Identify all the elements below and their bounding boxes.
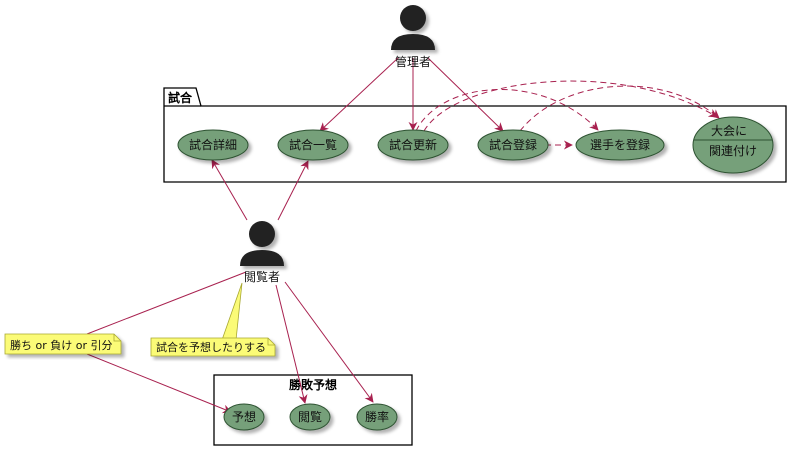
viewer-to-browse-arrow (275, 284, 308, 404)
usecase-win-rate-label: 勝率 (365, 409, 389, 424)
result-note-to-predict-arrow (86, 353, 232, 414)
usecase-match-register[interactable]: 試合登録 (477, 129, 549, 161)
admin-actor (391, 5, 435, 50)
viewer-to-win-rate-arrow (284, 281, 374, 403)
match-package: 試合 (163, 87, 787, 183)
usecase-link-tournament[interactable]: 大会に 関連付け (692, 116, 774, 174)
match-package-title: 試合 (168, 90, 193, 105)
usecase-match-register-label: 試合登録 (489, 137, 537, 152)
usecase-predict[interactable]: 予想 (223, 403, 265, 431)
update-to-players-dashed-arrow (415, 89, 599, 132)
usecase-match-list[interactable]: 試合一覧 (277, 129, 349, 161)
register-to-tournament-dashed-arrow (519, 85, 720, 132)
predict-note (150, 337, 276, 357)
usecase-match-list-label: 試合一覧 (289, 137, 337, 152)
usecase-link-tournament-line2: 関連付け (709, 144, 757, 158)
predict-note-text: 試合を予想したりする (156, 340, 266, 354)
usecase-register-players[interactable]: 選手を登録 (575, 129, 665, 161)
connections (86, 57, 720, 414)
usecase-predict-label: 予想 (232, 409, 256, 424)
viewer-to-result-note-line (86, 271, 247, 335)
usecase-browse[interactable]: 閲覧 (289, 403, 331, 431)
update-to-tournament-dashed-arrow (423, 80, 718, 132)
predict-note-anchor (221, 282, 243, 341)
viewer-actor (240, 221, 284, 266)
usecase-match-update[interactable]: 試合更新 (377, 129, 449, 161)
usecase-match-detail[interactable]: 試合詳細 (177, 129, 249, 161)
usecase-browse-label: 閲覧 (298, 410, 322, 424)
viewer-to-match-detail-arrow (211, 159, 248, 221)
usecase-register-players-label: 選手を登録 (590, 137, 650, 152)
admin-to-match-list-arrow (319, 57, 399, 132)
admin-actor-label: 管理者 (395, 54, 431, 69)
viewer-actor-label: 閲覧者 (244, 270, 280, 284)
result-note-text: 勝ち or 負け or 引分 (10, 338, 113, 352)
usecase-link-tournament-line1: 大会に (711, 124, 747, 138)
result-note (4, 333, 122, 355)
usecase-match-update-label: 試合更新 (389, 137, 437, 152)
usecase-win-rate[interactable]: 勝率 (356, 403, 398, 431)
usecase-match-detail-label: 試合詳細 (189, 137, 237, 152)
viewer-to-match-list-arrow (277, 160, 309, 221)
prediction-package-title: 勝敗予想 (289, 377, 337, 392)
